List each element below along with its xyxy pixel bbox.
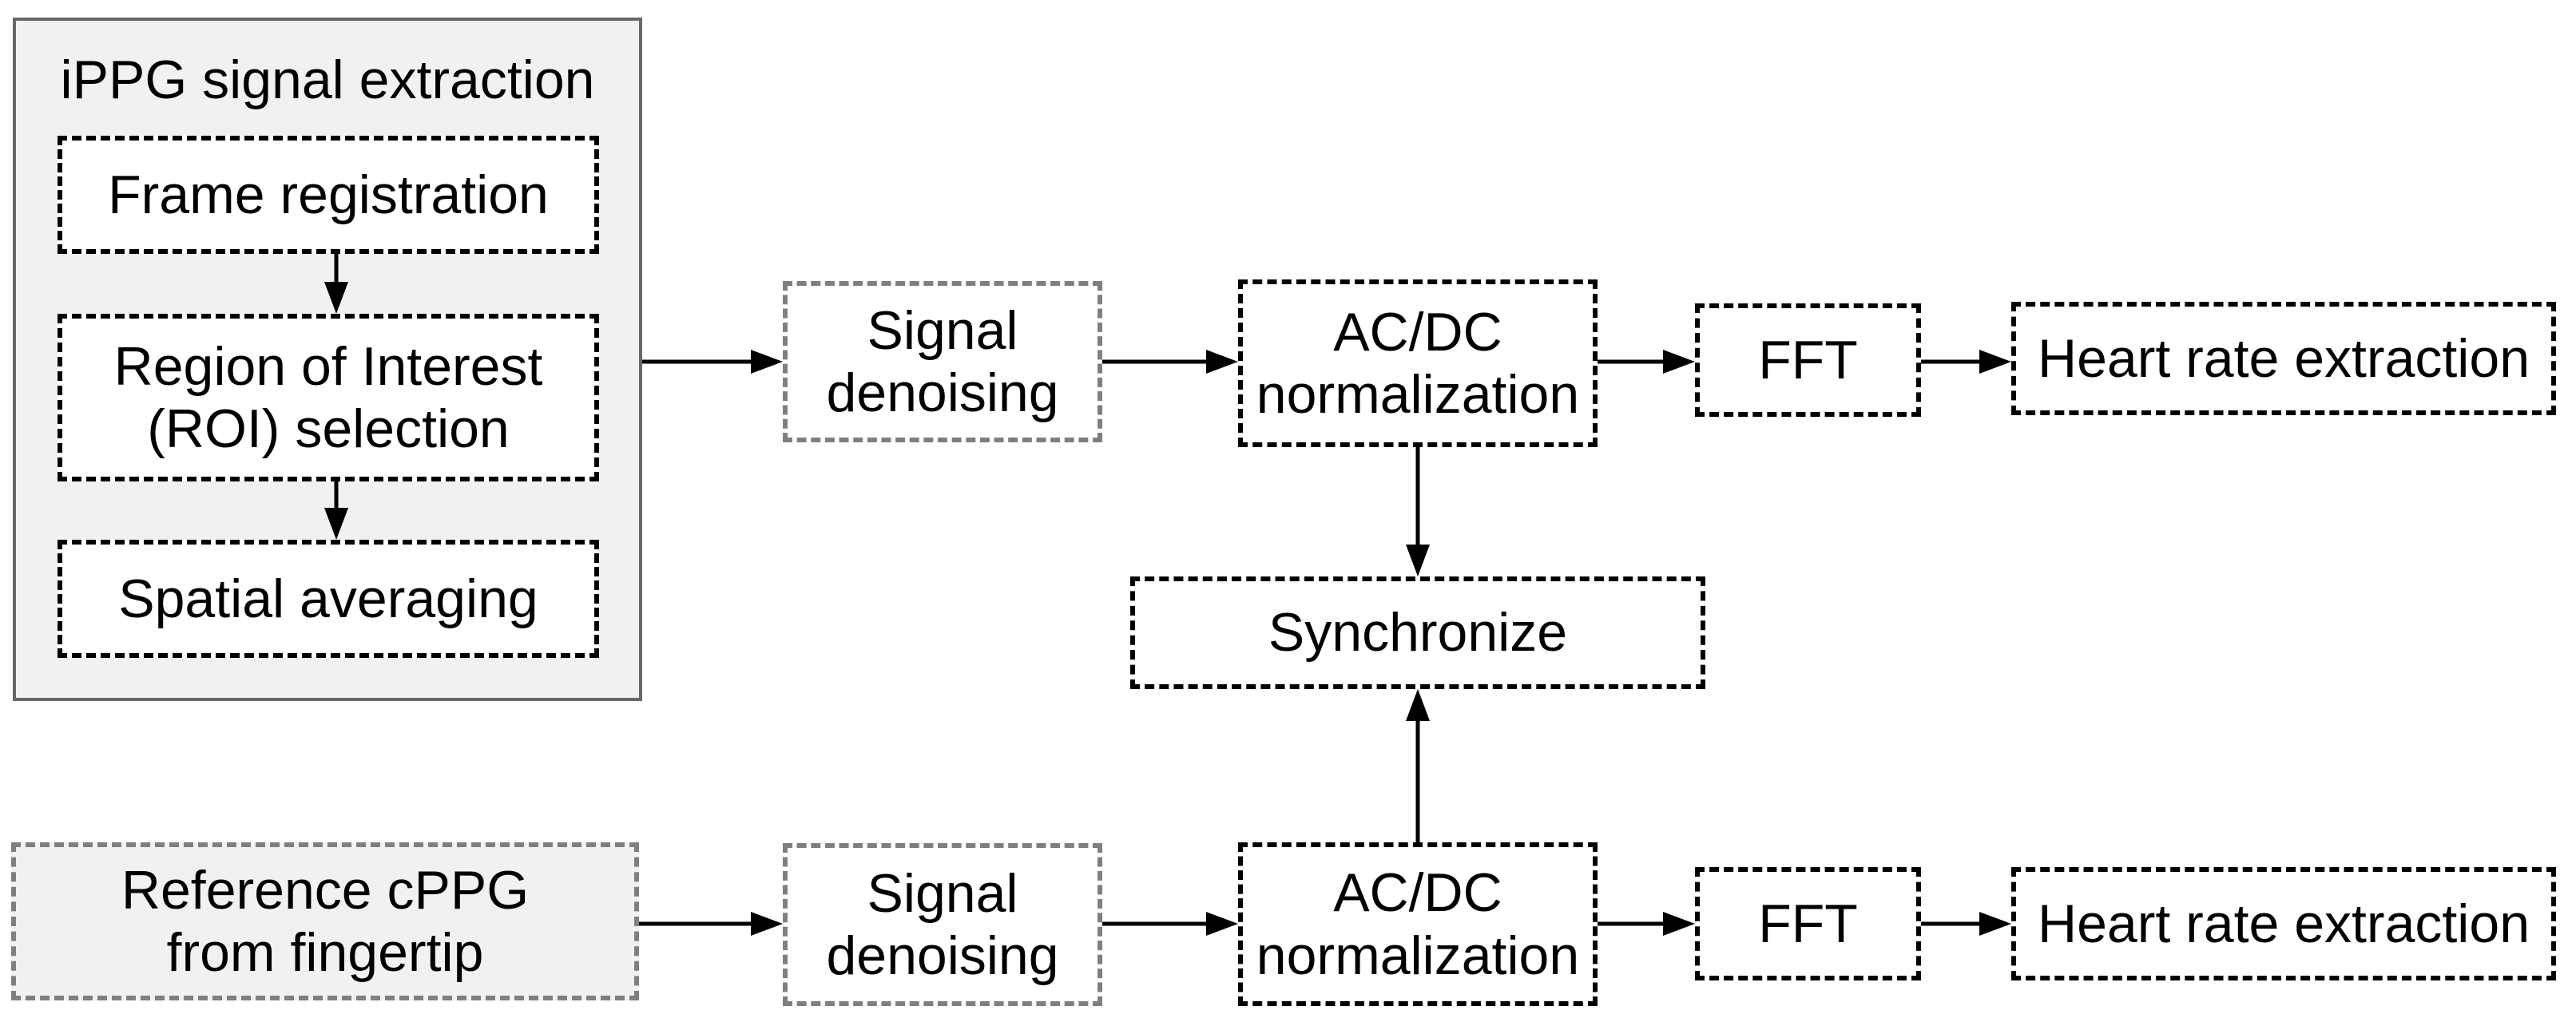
arrow-reference-to-signal-denoising-bottom xyxy=(639,912,783,936)
acdc-normalization-box-bottom: AC/DC normalization xyxy=(1238,842,1598,1006)
acdc-normalization-box-top: AC/DC normalization xyxy=(1238,279,1598,447)
arrow-fft-to-heart-rate-bottom xyxy=(1921,912,2011,936)
heart-rate-extraction-box-bottom: Heart rate extraction xyxy=(2011,867,2556,980)
reference-cppg-box: Reference cPPG from fingertip xyxy=(11,842,639,1000)
signal-denoising-box-top: Signal denoising xyxy=(783,281,1102,442)
group-title: iPPG signal extraction xyxy=(60,49,595,110)
heart-rate-extraction-box-top: Heart rate extraction xyxy=(2011,302,2556,415)
arrow-fft-to-heart-rate-top xyxy=(1921,350,2011,374)
arrow-acdc-to-fft-top xyxy=(1598,350,1695,374)
frame-registration-box: Frame registration xyxy=(58,136,599,254)
spatial-averaging-box: Spatial averaging xyxy=(58,540,599,658)
arrow-acdc-to-fft-bottom xyxy=(1598,912,1695,936)
arrow-acdc-top-to-synchronize xyxy=(1406,447,1430,576)
roi-selection-box: Region of Interest (ROI) selection xyxy=(58,314,599,481)
arrow-signal-denoising-to-acdc-bottom xyxy=(1102,912,1238,936)
arrow-acdc-bottom-to-synchronize xyxy=(1406,689,1430,842)
synchronize-box: Synchronize xyxy=(1130,576,1705,689)
fft-box-bottom: FFT xyxy=(1695,867,1921,980)
fft-box-top: FFT xyxy=(1695,303,1921,417)
arrow-signal-denoising-to-acdc-top xyxy=(1102,350,1238,374)
signal-denoising-box-bottom: Signal denoising xyxy=(783,843,1102,1006)
arrow-container-to-signal-denoising-top xyxy=(642,350,783,374)
